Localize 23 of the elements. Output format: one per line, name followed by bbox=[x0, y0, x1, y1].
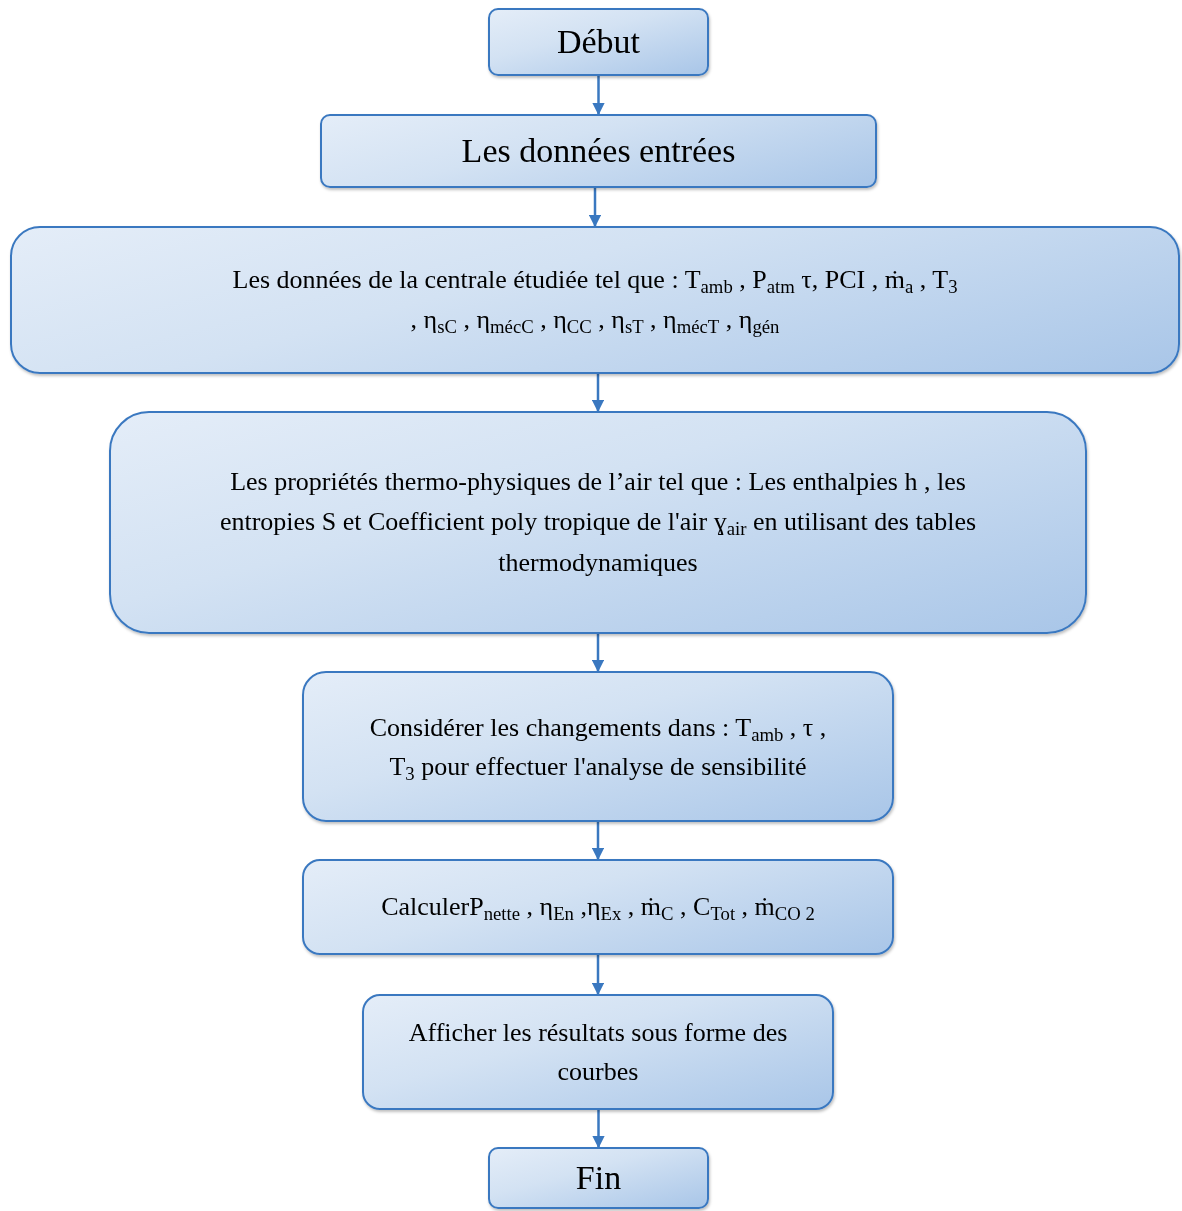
box-text: Les données de la centrale étudiée tel que : T$_{amb}$ , P$_{atm}$ τ, PCI , ṁ$_{a}$ , T$_{3}$ , η$_{sC}$ , η$_{mécC}$ , η$_{CC}$ , η$_{sT}$ , η$_{mécT}$ , η$_{gén}$ bbox=[232, 263, 958, 339]
process-box bbox=[488, 8, 709, 76]
box-text: Afficher les résultats sous forme des courbes bbox=[407, 1017, 789, 1088]
process-box bbox=[320, 114, 877, 188]
process-box bbox=[302, 859, 894, 955]
box-text: Les propriétés thermo-physiques de l’air tel que : Les enthalpies h , les entropies S et Coefficient poly tropique de l'air ɣ$_{air}$ en utilisant des tables thermodynamiques bbox=[218, 466, 978, 579]
box-text: Début bbox=[556, 21, 641, 62]
box-text: Fin bbox=[575, 1157, 622, 1198]
box-text: Les données entrées bbox=[461, 130, 736, 171]
arrow bbox=[588, 188, 602, 228]
process-box bbox=[362, 994, 834, 1110]
arrow bbox=[592, 1110, 605, 1149]
box-text: CalculerP$_{nette}$ , η$_{En}$ ,η$_{Ex}$ , ṁ$_{C}$ , C$_{Tot}$ , ṁ$_{CO 2}$ bbox=[381, 891, 815, 924]
process-box bbox=[302, 671, 894, 822]
box-text: Considérer les changements dans : T$_{amb}$ , τ , T$_{3}$ pour effectuer l'analyse de sensibilité bbox=[368, 711, 828, 786]
arrow bbox=[591, 822, 605, 861]
arrow bbox=[591, 634, 605, 673]
process-box bbox=[488, 1147, 709, 1209]
arrow bbox=[592, 76, 605, 116]
arrow bbox=[591, 374, 605, 413]
process-box bbox=[10, 226, 1180, 374]
arrow bbox=[591, 955, 605, 996]
process-box bbox=[109, 411, 1087, 634]
